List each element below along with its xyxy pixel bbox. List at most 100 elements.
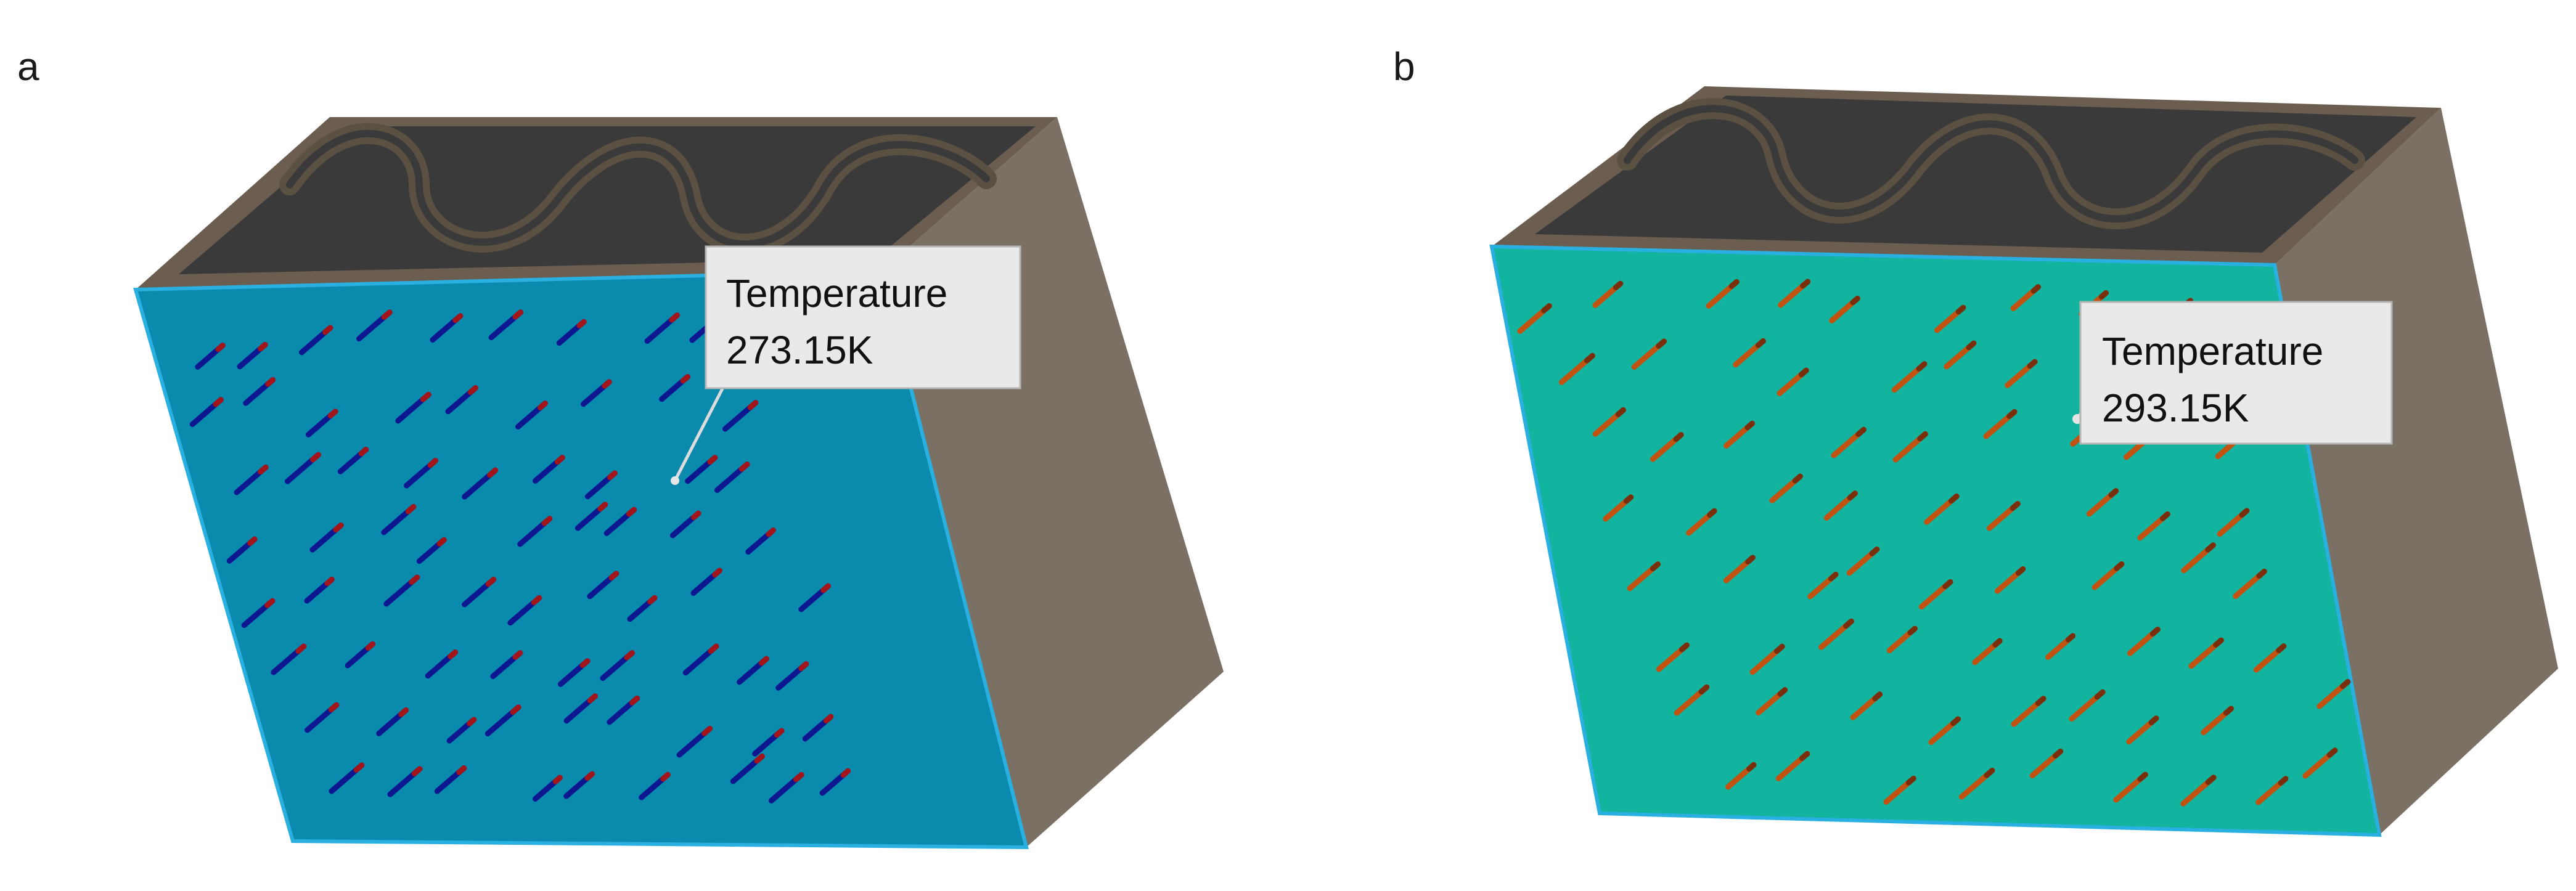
field-arrow-tip [2148, 715, 2159, 726]
field-arrow-tip [707, 455, 718, 465]
field-arrow-tip [2340, 679, 2351, 690]
field-arrow-tip [2205, 542, 2216, 553]
field-arrow-tip [607, 470, 618, 481]
field-arrow-tip [1948, 493, 1960, 504]
field-arrow-tip [2256, 568, 2267, 579]
field-arrow-tip [2027, 359, 2038, 369]
field-arrow-tip [1966, 340, 1977, 351]
field-arrow-tip [1745, 555, 1756, 565]
field-arrow-tip [309, 452, 321, 463]
field-arrow-tip [247, 536, 258, 546]
field-arrow-tip [541, 516, 553, 526]
field-arrow-tip [1800, 279, 1811, 289]
field-arrow-tip [1755, 338, 1766, 348]
field-arrow-tip [381, 309, 393, 320]
callout-leader-a [673, 384, 726, 482]
field-arrow-tip [537, 401, 548, 410]
field-arrow-tip [1847, 490, 1858, 501]
field-arrow-tip [531, 595, 542, 606]
field-arrow-tip [840, 768, 851, 778]
panel-letter-b: b [1393, 44, 1415, 89]
field-arrow-tip [2006, 409, 2018, 419]
field-arrow-tip [1872, 691, 1883, 702]
callout-title-a: Temperature [726, 271, 947, 315]
field-arrow-tip [215, 343, 226, 352]
field-arrow-tip [1907, 625, 1918, 636]
field-arrow-tip [365, 641, 375, 651]
field-arrow-tip [708, 643, 719, 654]
field-arrow-tip [295, 643, 307, 654]
field-arrow-tip [452, 313, 464, 323]
field-arrow-tip [624, 650, 635, 661]
field-arrow-tip [1905, 775, 1916, 786]
block-front-face-a [133, 269, 1029, 850]
field-arrow-tip [1850, 295, 1860, 306]
field-arrow-tip [436, 537, 447, 547]
field-arrow-tip [1773, 643, 1785, 654]
field-arrow-tip [1650, 561, 1661, 572]
field-arrow-tip [1673, 432, 1684, 442]
field-arrow-tip [1728, 279, 1740, 290]
field-arrow-tip [409, 574, 420, 585]
field-arrow-tip [798, 661, 809, 672]
field-arrow-tip [1798, 367, 1809, 378]
serpentine-channel-inner-b [1624, 105, 2358, 223]
panel-a: a Temperature 273.15K [17, 44, 1224, 850]
field-arrow-tip [405, 504, 417, 515]
field-arrow-tip [2030, 284, 2041, 294]
field-arrow-tip [820, 583, 832, 593]
field-arrow-tip [1698, 684, 1710, 695]
probe-point-a [671, 476, 679, 485]
field-arrow-tip [1869, 546, 1880, 556]
field-arrow-tip [324, 576, 335, 587]
field-arrow-tip [2326, 747, 2338, 758]
field-arrow-tip [766, 527, 776, 537]
field-arrow-tip [584, 771, 595, 781]
field-arrow-tip [1623, 494, 1634, 504]
field-arrow-tip [485, 576, 497, 587]
panel-b: b Temperature 293.15K [1393, 44, 2558, 837]
field-arrow-tip [1799, 751, 1810, 762]
field-arrow-tip [411, 766, 423, 776]
field-arrow-tip [823, 714, 834, 724]
field-arrow-tip [680, 374, 691, 384]
field-arrow-tip [2065, 633, 2076, 643]
field-arrow-tip [1792, 473, 1803, 484]
field-arrow-tip [358, 447, 369, 457]
field-arrow-tip [333, 522, 344, 533]
field-arrow-tip [2114, 561, 2125, 571]
field-arrow-tip [512, 309, 523, 320]
field-arrow-tip [398, 707, 409, 717]
field-arrows-a [189, 309, 851, 804]
field-arrow-tip [793, 771, 804, 783]
field-arrow-tip [1584, 352, 1595, 364]
field-arrow-tip [2278, 776, 2289, 786]
field-arrow-tip [1656, 338, 1667, 349]
field-arrow-tip [2149, 627, 2161, 637]
field-arrow-tip [2205, 775, 2217, 785]
field-arrow-tip [258, 464, 269, 475]
field-arrow-tip [1777, 687, 1788, 697]
field-arrow-tip [427, 458, 439, 468]
field-arrow-tip [512, 650, 523, 660]
panel-letter-a: a [17, 44, 39, 89]
field-arrow-tip [2052, 748, 2064, 759]
field-arrow-tip [554, 455, 565, 465]
field-arrow-tip [690, 510, 701, 521]
field-arrow-tip [1615, 407, 1626, 417]
field-arrow-tip [2010, 501, 2021, 511]
callout-box-a [705, 245, 1021, 389]
field-arrow-tip [587, 693, 598, 704]
callout-box-b [2079, 301, 2393, 445]
field-arrow-tip [2213, 637, 2224, 648]
field-arrow-tip [1678, 642, 1690, 653]
block-side-face-b [2275, 108, 2558, 835]
field-arrow-tip [774, 728, 785, 738]
callout-title-b: Temperature [2102, 329, 2323, 373]
field-arrow-tip [1541, 303, 1552, 314]
field-arrow-tip [2159, 511, 2170, 521]
field-arrow-tip [1984, 767, 1995, 778]
field-arrow-tip [2035, 696, 2046, 706]
field-arrow-tip [487, 467, 499, 478]
cooling-plate-a [179, 126, 1036, 274]
